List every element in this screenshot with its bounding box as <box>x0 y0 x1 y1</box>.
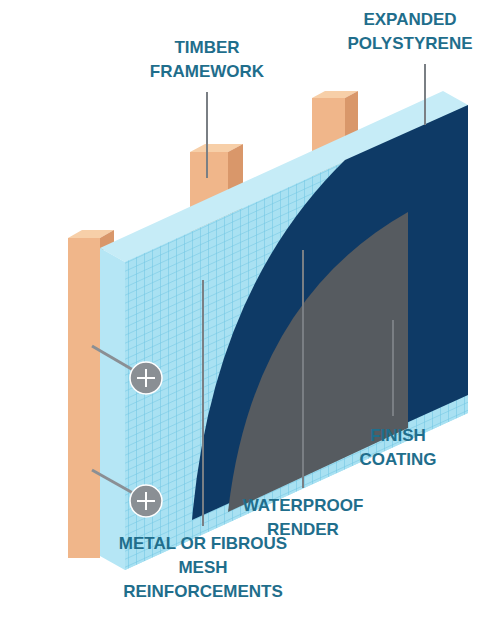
part-label: EXPANDED POLYSTYRENE <box>340 8 480 56</box>
eps-side <box>100 248 125 570</box>
screw-fixing <box>92 470 162 517</box>
screw-fixing <box>92 346 162 394</box>
part-label: FINISH COATING <box>348 424 448 472</box>
part-label: TIMBER FRAMEWORK <box>145 36 270 84</box>
part-label: METAL OR FIBROUS MESH REINFORCEMENTS <box>112 532 294 604</box>
mesh-grid <box>125 90 475 580</box>
waterproof-render <box>192 105 468 520</box>
